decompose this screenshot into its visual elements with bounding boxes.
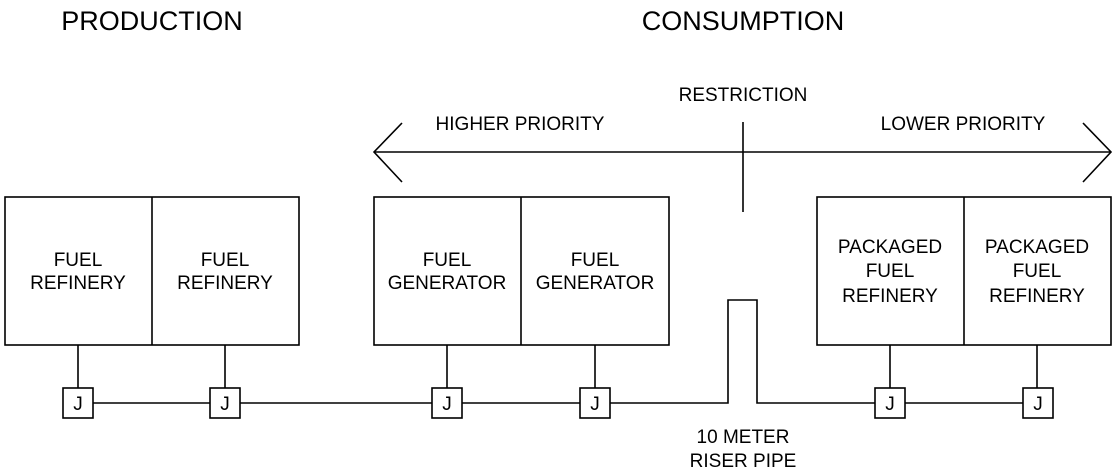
- unit-label-line: FUEL: [1013, 261, 1062, 282]
- junction: J: [579, 387, 611, 419]
- junction-label: J: [442, 394, 452, 415]
- unit-label-line: GENERATOR: [536, 273, 655, 294]
- unit-label-line: FUEL: [571, 250, 620, 271]
- lower-priority-label: LOWER PRIORITY: [881, 114, 1046, 135]
- consumption-heading: CONSUMPTION: [642, 6, 845, 36]
- unit-label-line: FUEL: [201, 250, 250, 271]
- junction-label: J: [885, 394, 895, 415]
- unit-packaged-fuel-refinery-2: PACKAGED FUEL REFINERY: [985, 237, 1089, 307]
- junction: J: [209, 387, 241, 419]
- generator-box-group: [373, 196, 670, 346]
- junction-label: J: [220, 394, 230, 415]
- junction: J: [431, 387, 463, 419]
- packaged-box-group: [816, 196, 1112, 346]
- unit-label-line: REFINERY: [989, 286, 1085, 307]
- unit-fuel-generator-1: FUEL GENERATOR: [388, 250, 507, 294]
- unit-fuel-refinery-1: FUEL REFINERY: [30, 250, 126, 294]
- junction-label: J: [1033, 394, 1043, 415]
- riser-pipe: [610, 299, 875, 404]
- riser-label-line-1: 10 METER: [697, 427, 790, 448]
- junction-label: J: [73, 394, 83, 415]
- unit-label-line: FUEL: [54, 250, 103, 271]
- production-heading: PRODUCTION: [61, 6, 243, 36]
- junction: J: [62, 387, 94, 419]
- unit-label-line: FUEL: [423, 250, 472, 271]
- junction: J: [1022, 387, 1054, 419]
- unit-label-line: PACKAGED: [838, 237, 942, 258]
- unit-label-line: GENERATOR: [388, 273, 507, 294]
- unit-label-line: FUEL: [866, 261, 915, 282]
- right-arrowhead-icon: [1082, 122, 1113, 183]
- restriction-label: RESTRICTION: [679, 85, 808, 106]
- unit-label-line: PACKAGED: [985, 237, 1089, 258]
- junction: J: [874, 387, 906, 419]
- higher-priority-label: HIGHER PRIORITY: [436, 114, 605, 135]
- left-arrowhead-icon: [372, 122, 403, 183]
- unit-label-line: REFINERY: [30, 273, 126, 294]
- unit-fuel-generator-2: FUEL GENERATOR: [536, 250, 655, 294]
- unit-packaged-fuel-refinery-1: PACKAGED FUEL REFINERY: [838, 237, 942, 307]
- unit-label-line: REFINERY: [177, 273, 273, 294]
- unit-label-line: REFINERY: [842, 286, 938, 307]
- production-box-group: [4, 196, 300, 346]
- junction-label: J: [590, 394, 600, 415]
- unit-fuel-refinery-2: FUEL REFINERY: [177, 250, 273, 294]
- riser-label-line-2: RISER PIPE: [690, 451, 797, 470]
